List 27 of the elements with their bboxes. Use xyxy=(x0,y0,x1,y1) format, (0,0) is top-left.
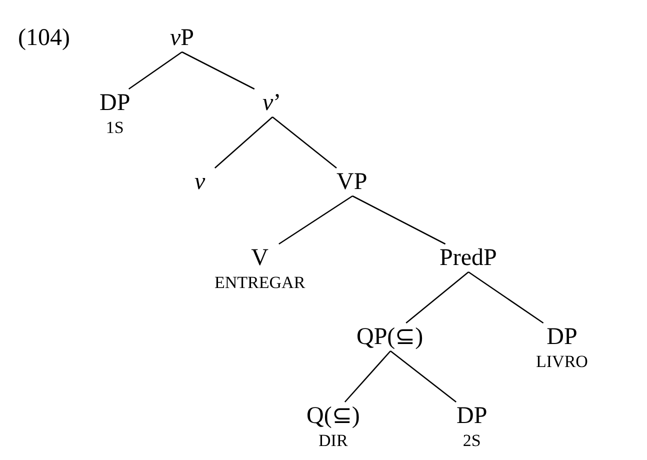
gloss-label: ENTREGAR xyxy=(214,273,306,293)
tree-branch xyxy=(390,350,456,403)
tree-branch xyxy=(182,51,255,90)
node-label: DP xyxy=(546,324,578,350)
tree-branch xyxy=(352,195,446,245)
gloss-label: DIR xyxy=(318,431,349,451)
tree-branch xyxy=(278,195,353,245)
node-label: DP xyxy=(100,90,130,116)
tree-branch xyxy=(214,116,273,168)
node-label: VP xyxy=(336,169,368,195)
node-label: Q(⊆) xyxy=(306,403,360,429)
node-label: v xyxy=(194,169,206,195)
node-label: QP(⊆) xyxy=(356,324,424,350)
node-label: v’ xyxy=(262,90,282,116)
tree-branch xyxy=(272,116,337,168)
node-label: DP xyxy=(456,403,488,429)
node-label: V xyxy=(250,245,270,271)
gloss-label: 1S xyxy=(104,118,125,138)
node-label: vP xyxy=(170,25,194,51)
gloss-label: 2S xyxy=(462,431,482,451)
node-label: PredP xyxy=(440,245,497,271)
gloss-label: LIVRO xyxy=(536,352,588,372)
tree-branch xyxy=(468,271,544,324)
tree-branch xyxy=(128,51,182,90)
tree-branch xyxy=(344,350,391,402)
example-number: (104) xyxy=(18,25,70,51)
tree-branch xyxy=(406,272,469,324)
